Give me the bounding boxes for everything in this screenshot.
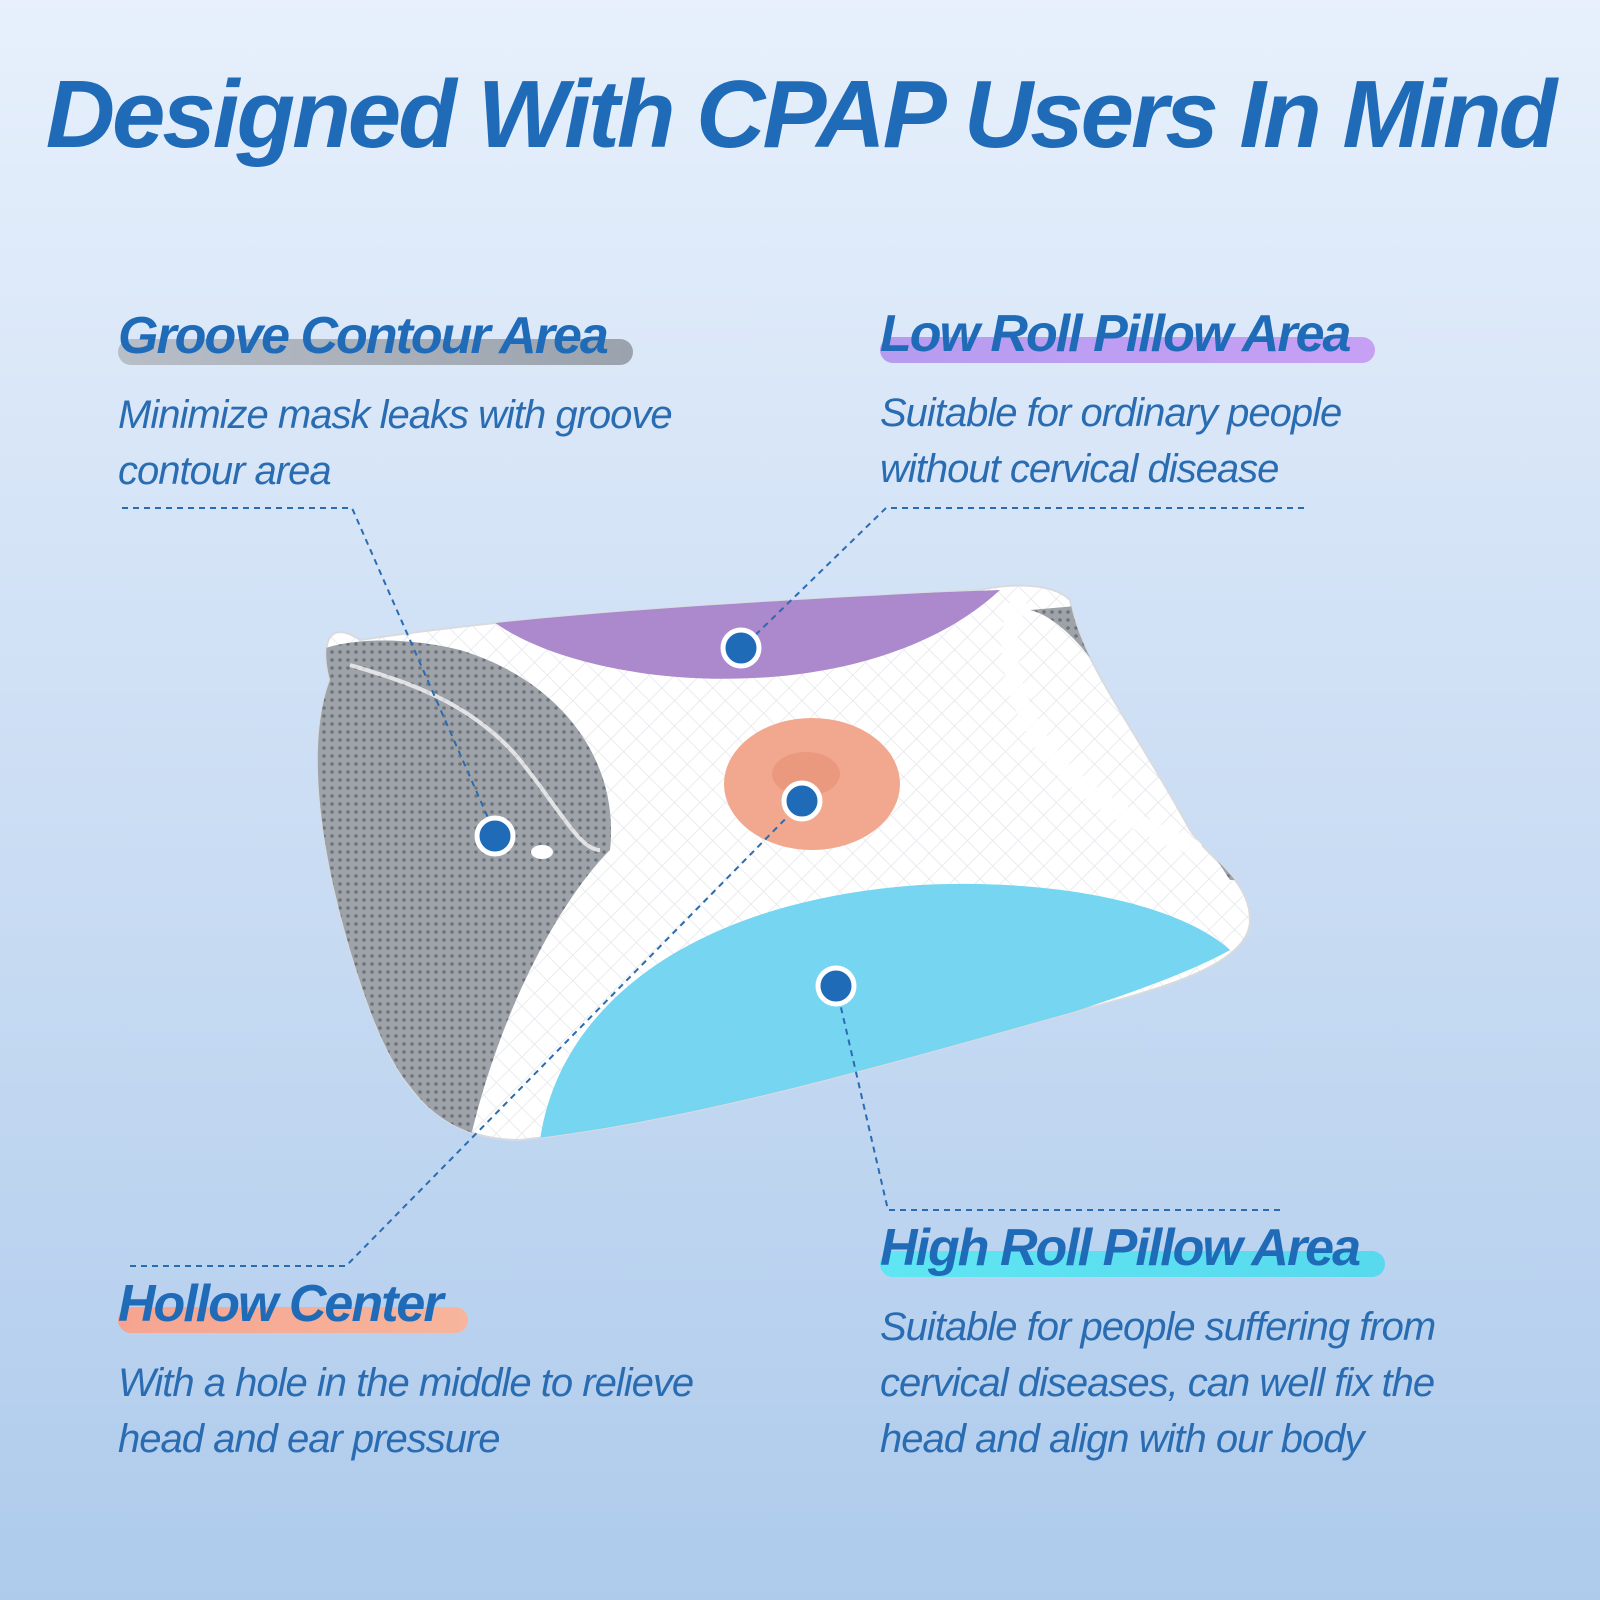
feature-high-roll: High Roll Pillow Area Suitable for peopl… [880,1219,1560,1467]
high-roll-zone [540,883,1230,1140]
low-roll-marker [720,627,762,669]
page-title: Designed With CPAP Users In Mind [45,61,1558,168]
feature-title: Hollow Center [118,1275,468,1334]
feature-hollow-center: Hollow Center With a hole in the middle … [118,1275,818,1467]
feature-title: High Roll Pillow Area [880,1219,1386,1278]
feature-groove-contour: Groove Contour Area Minimize mask leaks … [118,307,758,499]
feature-title: Low Roll Pillow Area [880,305,1376,364]
high-roll-marker [815,965,857,1007]
groove-marker [474,815,516,857]
markers [474,627,857,1007]
pillow-body [316,584,1252,1142]
left-mesh-panel [317,640,612,1140]
hollow-marker [781,780,823,822]
groove-hole [531,845,553,859]
low-roll-leader-line [741,507,1304,649]
hollow-leader-line [130,801,803,1267]
leader-lines [122,507,1304,1267]
feature-low-roll: Low Roll Pillow Area Suitable for ordina… [880,305,1520,497]
feature-title: Groove Contour Area [118,307,633,366]
